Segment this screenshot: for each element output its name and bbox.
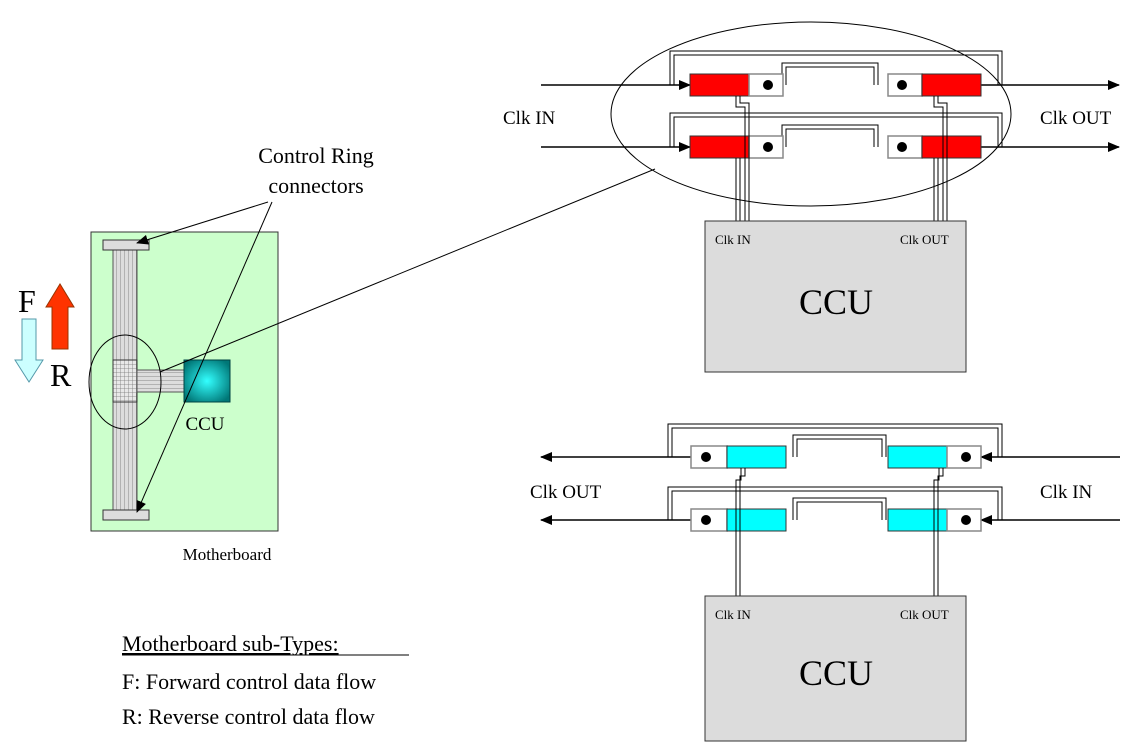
top-red-block [921, 73, 982, 97]
bottom-ccu-clk-in: Clk IN [715, 607, 751, 622]
ring-junction [112, 359, 138, 403]
motherboard-label: Motherboard [183, 545, 272, 564]
ccu-chip-label: CCU [185, 414, 224, 435]
direction-arrows: F R [14, 283, 75, 393]
bottom-clk-in-label: Clk IN [1040, 482, 1093, 503]
reverse-letter: R [50, 357, 72, 393]
top-red-block [689, 73, 750, 97]
connector-bottom [102, 509, 150, 521]
motherboard-group: CCU Motherboard [88, 231, 279, 564]
connectors-label: connectors [268, 173, 363, 198]
bottom-ccu-title: CCU [799, 653, 873, 693]
junction-ellipse [88, 334, 162, 430]
top-ring-ellipse [610, 21, 1012, 207]
bottom-socket-dot [961, 515, 971, 525]
bottom-ccu-clk-out: Clk OUT [900, 607, 949, 622]
bottom-ring: Clk OUT Clk IN Clk IN Clk OUT CCU [530, 423, 1120, 742]
top-ccu-clk-in: Clk IN [715, 232, 751, 247]
bottom-socket-dot [701, 452, 711, 462]
bottom-cyan-block [726, 508, 787, 532]
control-ring-label: Control Ring [258, 143, 374, 168]
zoom-line [159, 168, 656, 373]
connector-top [102, 239, 150, 251]
bottom-cyan-block [887, 445, 948, 469]
bottom-ccu-box [704, 595, 967, 742]
top-socket-dot [897, 80, 907, 90]
pointer-top-connector [136, 201, 269, 245]
top-socket-dot [763, 80, 773, 90]
top-red-block [921, 135, 982, 159]
top-socket-dot [763, 142, 773, 152]
subtypes-title: Motherboard sub-Types: [122, 631, 339, 656]
bottom-cyan-block [726, 445, 787, 469]
subtype-reverse: R: Reverse control data flow [122, 704, 375, 729]
forward-letter: F [18, 283, 36, 319]
bottom-socket-dot [961, 452, 971, 462]
top-ccu-title: CCU [799, 282, 873, 322]
top-ccu-clk-out: Clk OUT [900, 232, 949, 247]
pointer-bottom-connector [136, 201, 273, 513]
bottom-socket-dot [701, 515, 711, 525]
top-ring: Clk IN Clk OUT Clk IN Clk OUT CCU [503, 21, 1120, 373]
top-socket-dot [897, 142, 907, 152]
top-red-block [689, 135, 750, 159]
subtypes-legend: Motherboard sub-Types: F: Forward contro… [122, 631, 409, 729]
ccu-chip [183, 359, 231, 403]
top-clk-out-label: Clk OUT [1040, 108, 1112, 129]
bottom-clk-out-label: Clk OUT [530, 482, 602, 503]
subtype-forward: F: Forward control data flow [122, 669, 376, 694]
top-ccu-box [704, 220, 967, 373]
forward-arrow [45, 283, 75, 350]
reverse-arrow [14, 318, 44, 383]
top-clk-in-label: Clk IN [503, 108, 556, 129]
